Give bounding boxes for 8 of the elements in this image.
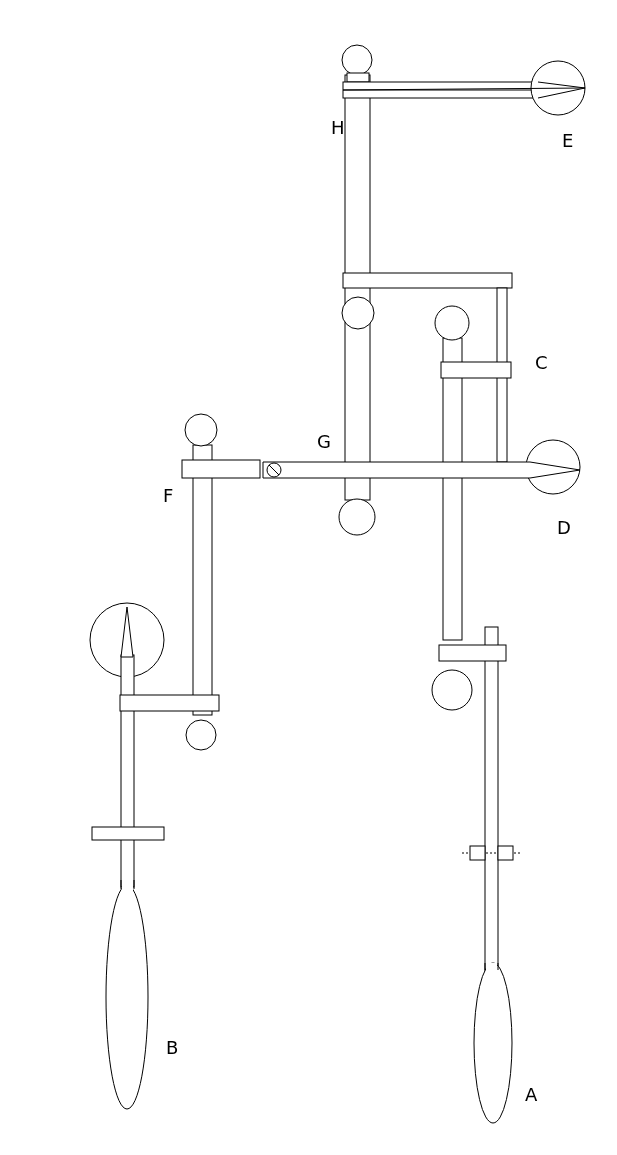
part-letter: G <box>317 432 331 452</box>
part-letter: H <box>331 118 345 138</box>
part-letter: F <box>163 486 174 506</box>
part-letter: C <box>535 353 548 373</box>
part-letter: B <box>166 1038 179 1058</box>
part-letter: D <box>557 518 571 538</box>
part-letter: A <box>525 1085 538 1105</box>
part-letter: E <box>562 131 574 151</box>
